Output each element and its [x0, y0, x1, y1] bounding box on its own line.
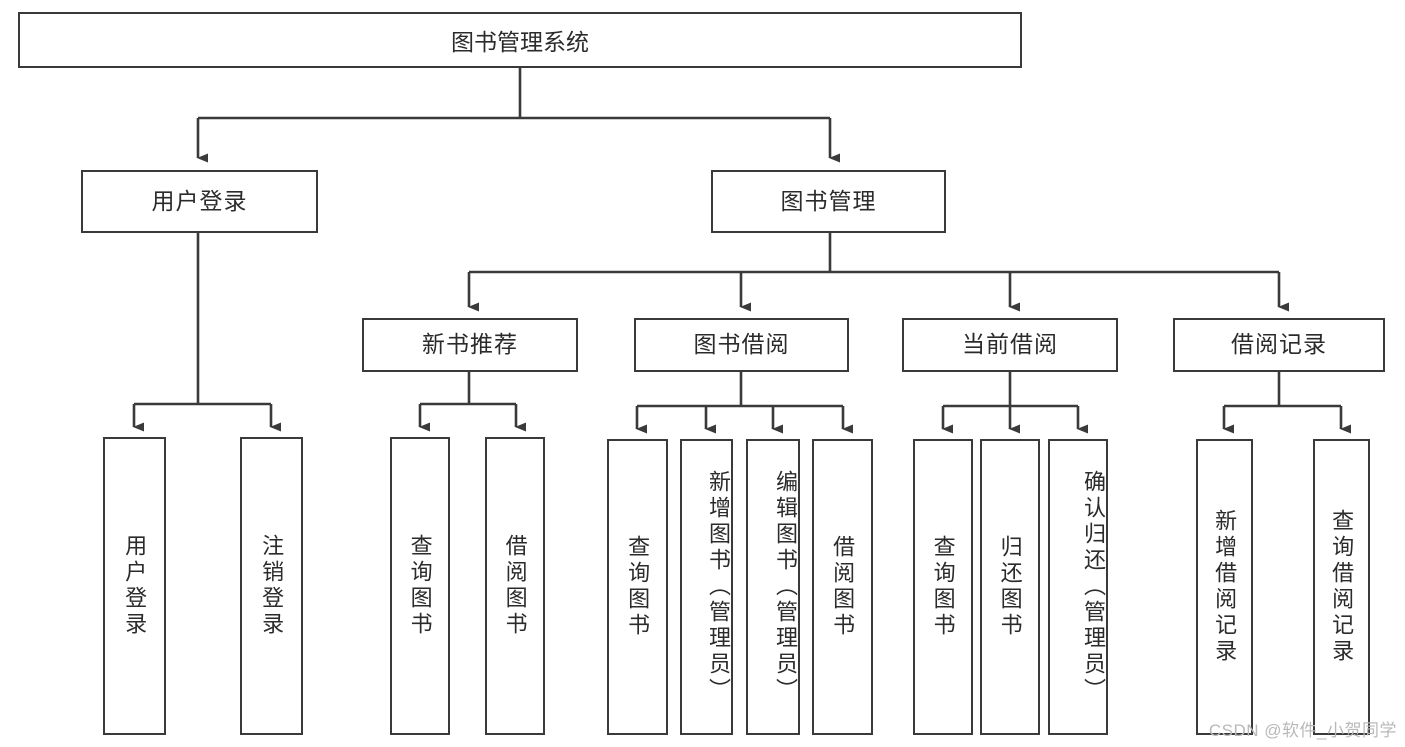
- node-current-borrow[interactable]: 当前借阅: [902, 318, 1118, 372]
- leaf-query-book-recommend[interactable]: 查询图书: [390, 437, 450, 735]
- node-user-login[interactable]: 用户登录: [81, 170, 318, 233]
- leaf-edit-book-admin[interactable]: 编辑图书（管理员）: [746, 439, 800, 735]
- leaf-add-borrow-record[interactable]: 新增借阅记录: [1196, 439, 1253, 735]
- leaf-return-book[interactable]: 归还图书: [980, 439, 1040, 735]
- node-borrow-record[interactable]: 借阅记录: [1173, 318, 1385, 372]
- leaf-query-borrow-record[interactable]: 查询借阅记录: [1313, 439, 1370, 735]
- leaf-borrow-book-recommend[interactable]: 借阅图书: [485, 437, 545, 735]
- leaf-logout[interactable]: 注销登录: [240, 437, 303, 735]
- leaf-confirm-return-admin[interactable]: 确认归还（管理员）: [1048, 439, 1108, 735]
- leaf-user-login[interactable]: 用户登录: [103, 437, 166, 735]
- node-book-management[interactable]: 图书管理: [711, 170, 946, 233]
- node-new-book-recommend[interactable]: 新书推荐: [362, 318, 578, 372]
- node-root-system[interactable]: 图书管理系统: [18, 12, 1022, 68]
- node-book-borrow[interactable]: 图书借阅: [634, 318, 849, 372]
- csdn-watermark: CSDN @软件_小贺同学: [1208, 721, 1397, 740]
- leaf-query-book-current[interactable]: 查询图书: [913, 439, 973, 735]
- leaf-add-book-admin[interactable]: 新增图书（管理员）: [680, 439, 733, 735]
- leaf-query-book-borrow[interactable]: 查询图书: [607, 439, 668, 735]
- leaf-borrow-book-borrow[interactable]: 借阅图书: [812, 439, 873, 735]
